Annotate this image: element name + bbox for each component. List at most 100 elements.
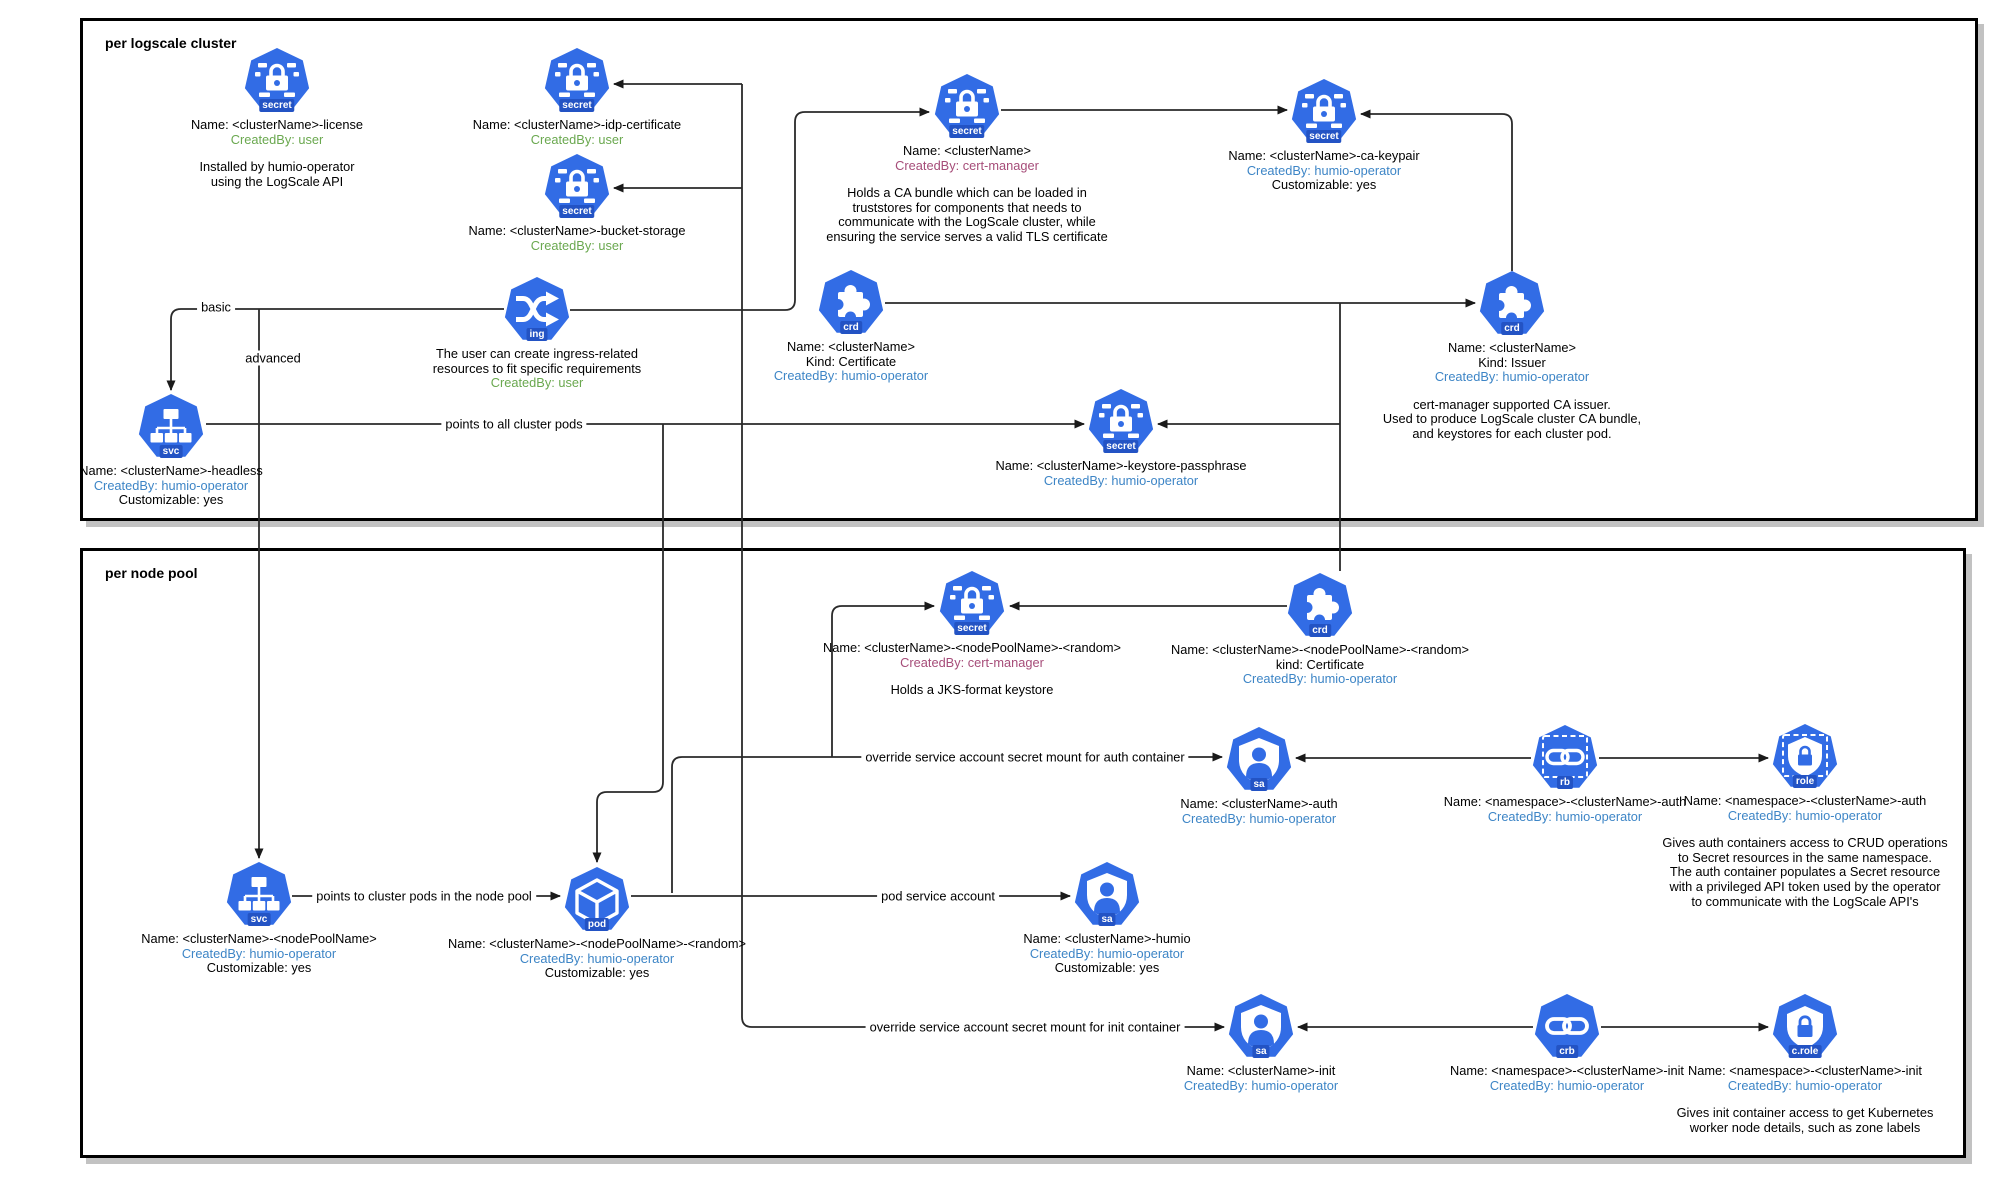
node-note: Gives init container access to get Kuber… [1676, 1105, 1934, 1135]
node-note: Gives auth containers access to CRUD ope… [1662, 835, 1948, 909]
connector [166, 308, 504, 391]
secret-icon: secret [1088, 389, 1154, 455]
rb-icon: rb [1532, 725, 1598, 791]
icon-badge: secret [949, 125, 985, 138]
secret-icon: secret [244, 48, 310, 114]
icon-badge: svc [159, 445, 183, 458]
connector [592, 424, 664, 863]
icon-badge: rb [1557, 776, 1573, 789]
icon-badge: svc [247, 913, 271, 926]
icon-badge: secret [954, 622, 990, 635]
icon-badge: sa [1098, 913, 1116, 926]
node-note: Holds a JKS-format keystore [890, 682, 1054, 698]
sa-icon: sa [1226, 727, 1292, 793]
icon-badge: role [1792, 775, 1818, 788]
secret-icon: secret [1291, 79, 1357, 145]
icon-badge: secret [1306, 130, 1342, 143]
edge-label-auth_override: override service account secret mount fo… [861, 749, 1189, 765]
node-label: Name: <clusterName>-<nodePoolName>Create… [141, 931, 377, 976]
cluster-box: per logscale cluster [80, 18, 1978, 521]
node-label: Name: <clusterName>-<nodePoolName>-<rand… [1170, 642, 1470, 687]
node-label: Name: <clusterName>CreatedBy: cert-manag… [757, 143, 1177, 245]
crb-icon: crb [1534, 994, 1600, 1060]
crd-icon: crd [1287, 573, 1353, 639]
sa-icon: sa [1228, 994, 1294, 1060]
nodepool-box-title: per node pool [105, 565, 198, 581]
edge-label-advanced: advanced [241, 350, 305, 366]
edge-label-nodepool_pods: points to cluster pods in the node pool [312, 888, 536, 904]
icon-badge: c.role [1788, 1045, 1822, 1058]
sa-icon: sa [1074, 862, 1140, 928]
icon-badge: pod [584, 918, 610, 931]
icon-badge: secret [1103, 440, 1139, 453]
crole-icon: c.role [1772, 994, 1838, 1060]
svc-icon: svc [226, 862, 292, 928]
secret-icon: secret [934, 74, 1000, 140]
secret-icon: secret [544, 154, 610, 220]
nodepool-box: per node pool [80, 548, 1966, 1158]
edge-label-init_override: override service account secret mount fo… [865, 1019, 1185, 1035]
node-note: Holds a CA bundle which can be loaded in… [826, 185, 1108, 244]
secret-icon: secret [939, 571, 1005, 637]
connector [570, 107, 930, 311]
edge-label-basic: basic [197, 299, 235, 315]
connector [741, 84, 1225, 1032]
icon-badge: crd [1501, 322, 1523, 335]
icon-badge: secret [559, 99, 595, 112]
icon-badge: secret [559, 205, 595, 218]
cluster-box-title: per logscale cluster [105, 35, 237, 51]
icon-badge: crd [1309, 624, 1331, 637]
icon-badge: ing [526, 328, 548, 341]
connector [1360, 109, 1513, 271]
node-note: cert-manager supported CA issuer.Used to… [1382, 396, 1642, 441]
node-label: Name: <clusterName>-<nodePoolName>-<rand… [762, 640, 1182, 698]
role-icon: role [1772, 724, 1838, 790]
icon-badge: sa [1252, 1045, 1270, 1058]
icon-badge: secret [259, 99, 295, 112]
svc-icon: svc [138, 394, 204, 460]
ing-icon: ing [504, 277, 570, 343]
icon-badge: crd [840, 321, 862, 334]
connector [831, 601, 935, 757]
icon-badge: crb [1556, 1045, 1578, 1058]
secret-icon: secret [544, 48, 610, 114]
edge-label-all_pods: points to all cluster pods [441, 416, 587, 432]
crd-icon: crd [818, 270, 884, 336]
